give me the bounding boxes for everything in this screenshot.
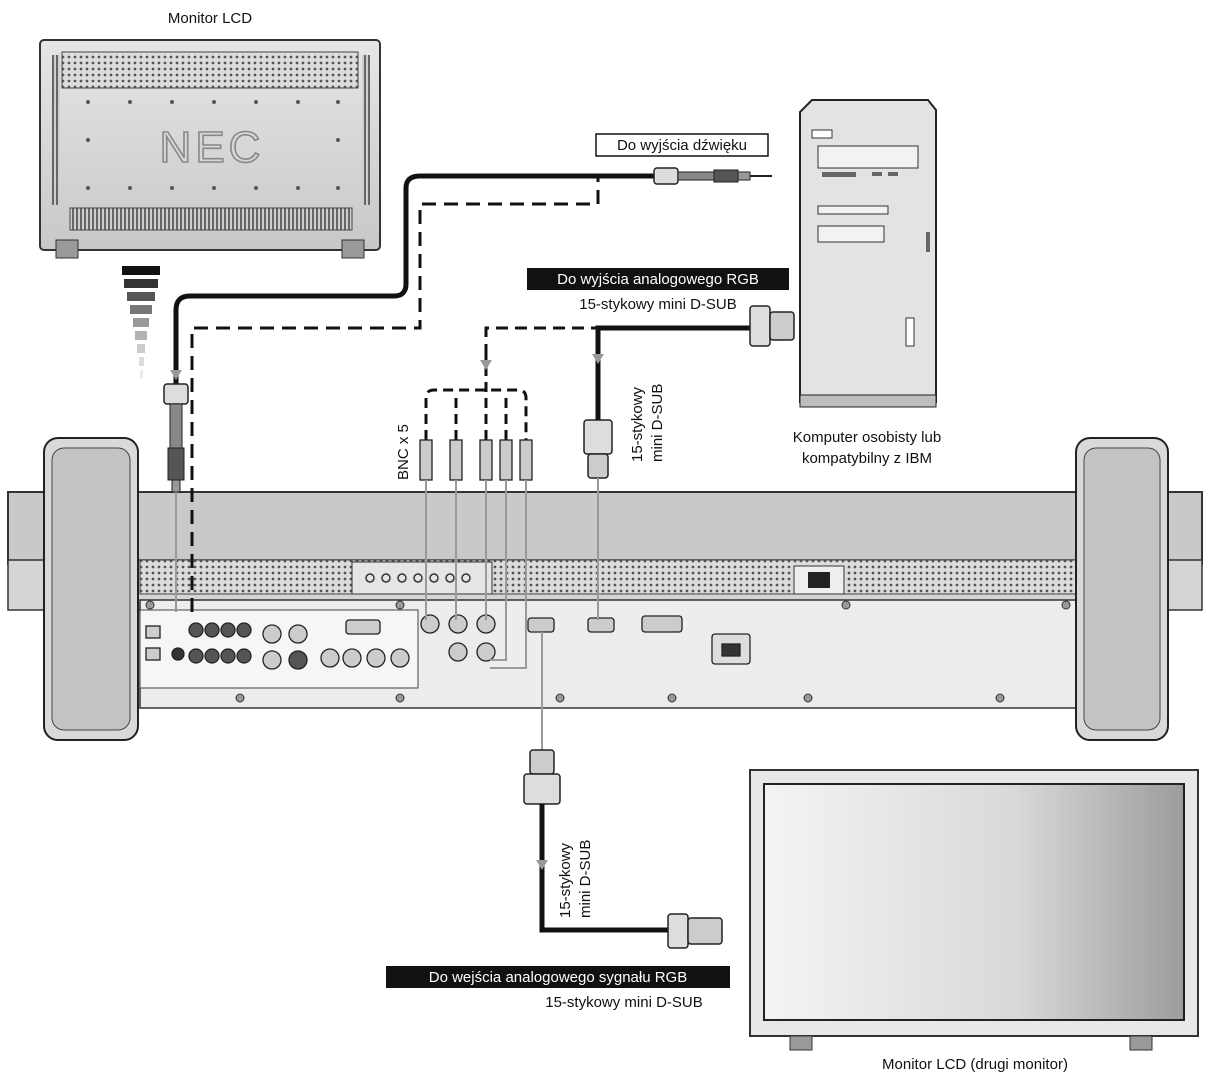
main-monitor-rear [7, 437, 1203, 741]
audio-out-label: Do wyjścia dźwięku [595, 133, 769, 157]
svg-text:15-stykowy: 15-stykowy [557, 842, 574, 918]
audio-cable [163, 167, 772, 612]
top-monitor-label: Monitor LCD [168, 10, 252, 27]
svg-text:Do wyjścia analogowego RGB: Do wyjścia analogowego RGB [557, 271, 759, 288]
rgb-in-label: Do wejścia analogowego sygnału RGB 15-st… [386, 966, 730, 1011]
second-monitor-label: Monitor LCD (drugi monitor) [882, 1056, 1068, 1073]
zoom-indicator [122, 266, 160, 379]
dsub-lower-label: 15-stykowy mini D-SUB [557, 840, 594, 918]
svg-text:Do wejścia analogowego sygnału: Do wejścia analogowego sygnału RGB [429, 969, 687, 986]
pc-label-line1: Komputer osobisty lub [793, 429, 941, 446]
rgb-out-label: Do wyjścia analogowego RGB 15-stykowy mi… [527, 268, 789, 313]
svg-text:15-stykowy: 15-stykowy [629, 386, 646, 462]
nec-logo: NEC [160, 123, 265, 172]
dsub-vertical-label: 15-stykowy mini D-SUB [629, 384, 666, 462]
svg-text:Do wyjścia dźwięku: Do wyjścia dźwięku [617, 137, 747, 154]
rgb-out-cable [523, 632, 723, 949]
rgb-in-connector-label: 15-stykowy mini D-SUB [545, 994, 703, 1011]
pc-tower: Komputer osobisty lub kompatybilny z IBM [793, 99, 941, 467]
bnc-label: BNC x 5 [395, 424, 412, 480]
pc-label-line2: kompatybilny z IBM [802, 450, 932, 467]
svg-text:mini D-SUB: mini D-SUB [649, 384, 666, 462]
rgb-cable [419, 305, 795, 669]
svg-text:mini D-SUB: mini D-SUB [577, 840, 594, 918]
top-monitor: Monitor LCD NEC [39, 10, 381, 259]
rgb-out-connector-label: 15-stykowy mini D-SUB [579, 296, 737, 313]
second-monitor: Monitor LCD (drugi monitor) [749, 769, 1199, 1073]
